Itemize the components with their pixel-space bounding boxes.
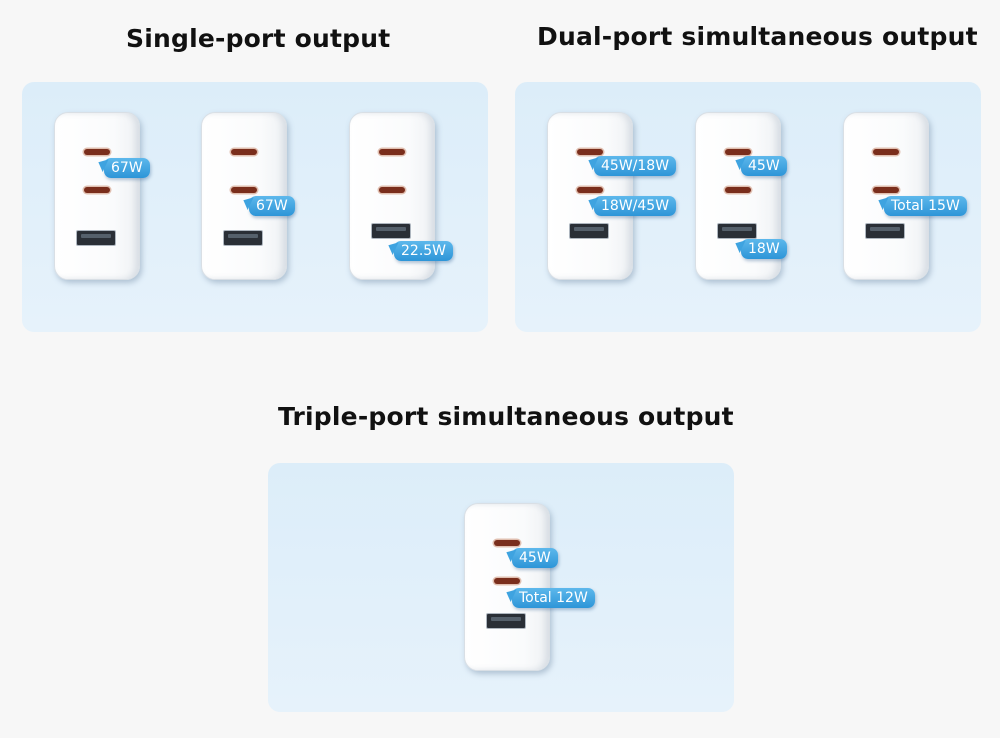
usb-c-port-2 — [379, 187, 405, 193]
usb-c-port-2 — [231, 187, 257, 193]
usb-a-port — [76, 230, 116, 246]
power-label: 67W — [104, 158, 150, 178]
section-title-triple-port: Triple-port simultaneous output — [278, 402, 734, 431]
usb-c-port-2 — [725, 187, 751, 193]
power-label: 67W — [249, 196, 295, 216]
usb-c-port-1 — [873, 149, 899, 155]
charger-single-1 — [54, 112, 140, 280]
usb-a-port — [717, 223, 757, 239]
usb-c-port-1 — [379, 149, 405, 155]
usb-c-port-1 — [231, 149, 257, 155]
usb-a-port — [371, 223, 411, 239]
section-title-dual-port: Dual-port simultaneous output — [537, 22, 978, 51]
power-label: Total 12W — [512, 588, 595, 608]
charger-triple — [464, 503, 550, 671]
power-label: 18W/45W — [594, 196, 677, 216]
usb-a-port — [223, 230, 263, 246]
power-label: 45W/18W — [594, 156, 677, 176]
usb-c-port-1 — [725, 149, 751, 155]
usb-a-port — [865, 223, 905, 239]
power-label: 22.5W — [394, 241, 454, 261]
power-label: 18W — [741, 239, 787, 259]
usb-c-port-2 — [84, 187, 110, 193]
usb-a-port — [569, 223, 609, 239]
usb-a-port — [486, 613, 526, 629]
power-label: Total 15W — [884, 196, 967, 216]
section-title-single-port: Single-port output — [126, 24, 391, 53]
usb-c-port-2 — [494, 578, 520, 584]
usb-c-port-2 — [873, 187, 899, 193]
usb-c-port-1 — [84, 149, 110, 155]
power-label: 45W — [741, 156, 787, 176]
usb-c-port-2 — [577, 187, 603, 193]
power-label: 45W — [512, 548, 558, 568]
usb-c-port-1 — [494, 540, 520, 546]
usb-c-port-1 — [577, 149, 603, 155]
